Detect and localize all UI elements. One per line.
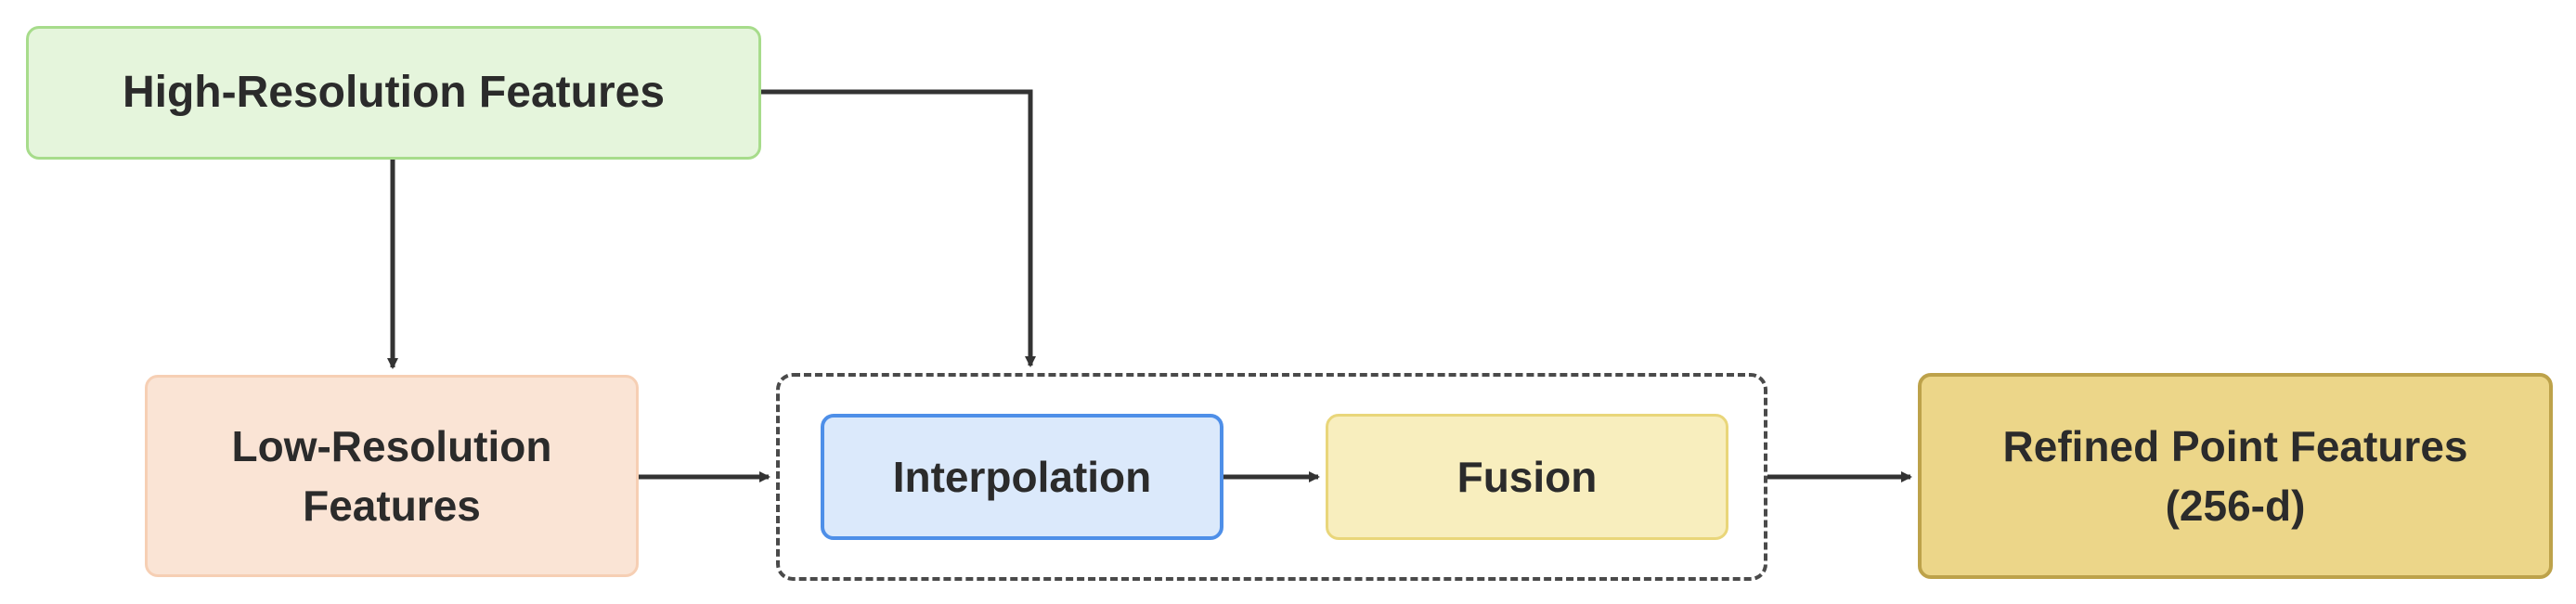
fusion-label: Fusion [1456,452,1598,501]
refined-point-features-node: Refined Point Features (256-d) [1918,373,2553,579]
refined-point-features-label: Refined Point Features (256-d) [2002,421,2468,530]
arrow-high-to-group [761,89,1036,367]
interpolation-label: Interpolation [892,452,1152,501]
low-resolution-features-node: Low-Resolution Features [145,375,639,577]
high-resolution-features-node: High-Resolution Features [26,26,761,160]
interpolation-node: Interpolation [821,414,1223,540]
low-resolution-features-label: Low-Resolution Features [231,421,552,530]
high-resolution-features-label: High-Resolution Features [122,68,666,118]
fusion-node: Fusion [1326,414,1728,540]
interpolation-fusion-group [776,373,1767,581]
